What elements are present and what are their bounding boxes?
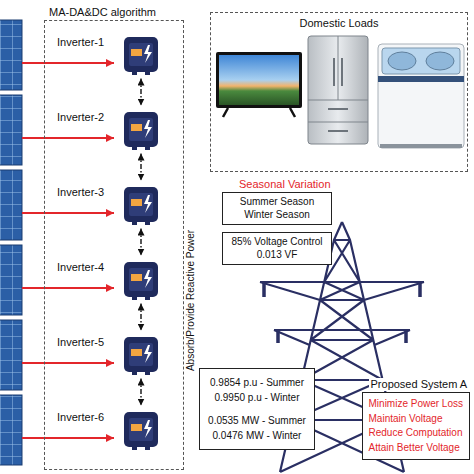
box-text: 0.0535 MW - Summer 0.0476 MW - Winter (205, 413, 309, 443)
season-box: Seasonal VariationSummer Season Winter S… (222, 192, 332, 225)
washing-machine (378, 44, 464, 148)
television (216, 52, 302, 117)
box-heading: Seasonal Variation (237, 178, 333, 191)
inverter-node: Inverter-3 (53, 183, 173, 227)
result-box: 0.9854 p.u - Summer 0.9950 p.u - Winter 0… (199, 368, 315, 450)
inverter-node: Inverter-1 (53, 33, 173, 77)
inverter-icon (121, 410, 161, 450)
control-box: 85% Voltage Control 0.013 VF (222, 232, 332, 265)
inverter-label: Inverter-6 (57, 411, 104, 424)
box-text: Attain Better Voltage (369, 441, 463, 456)
inverter-icon (121, 110, 161, 150)
inverter-node: Inverter-4 (53, 258, 173, 302)
control-link (140, 379, 141, 406)
box-text: 0.9854 p.u - Summer 0.9950 p.u - Winter (205, 375, 309, 405)
box-text: Maintain Voltage (369, 412, 463, 427)
inverter-icon (121, 185, 161, 225)
inverter-node: Inverter-6 (53, 408, 173, 452)
goal-box: Proposed System AMinimize Power LossMain… (362, 392, 470, 460)
loads-group: Domestic Loads (210, 12, 468, 172)
inverter-label: Inverter-4 (57, 261, 104, 274)
reactive-power-label: Absorb/Provide Reactive Power (186, 229, 197, 370)
box-text: Reduce Computation (369, 426, 463, 441)
box-text: 85% Voltage Control 0.013 VF (228, 236, 326, 261)
power-arrows (22, 63, 114, 438)
box-text: Summer Season Winter Season (237, 196, 317, 221)
control-link (140, 304, 141, 331)
control-link (140, 229, 141, 256)
inverter-label: Inverter-3 (57, 186, 104, 199)
algorithm-group: MA-DA&DC algorithmInverter-1Inverter-2In… (44, 20, 184, 470)
solar-panels (0, 20, 22, 465)
inverter-node: Inverter-2 (53, 108, 173, 152)
group-title: Domestic Loads (211, 17, 467, 30)
box-heading: Proposed System A (369, 378, 470, 391)
inverter-icon (121, 35, 161, 75)
group-title: MA-DA&DC algorithm (47, 6, 158, 19)
box-text: Minimize Power Loss (369, 397, 463, 412)
inverter-label: Inverter-5 (57, 336, 104, 349)
inverter-icon (121, 260, 161, 300)
inverter-node: Inverter-5 (53, 333, 173, 377)
control-link (140, 79, 141, 106)
control-link (140, 154, 141, 181)
refrigerator (308, 36, 368, 144)
inverter-label: Inverter-2 (57, 111, 104, 124)
inverter-label: Inverter-1 (57, 36, 104, 49)
inverter-icon (121, 335, 161, 375)
